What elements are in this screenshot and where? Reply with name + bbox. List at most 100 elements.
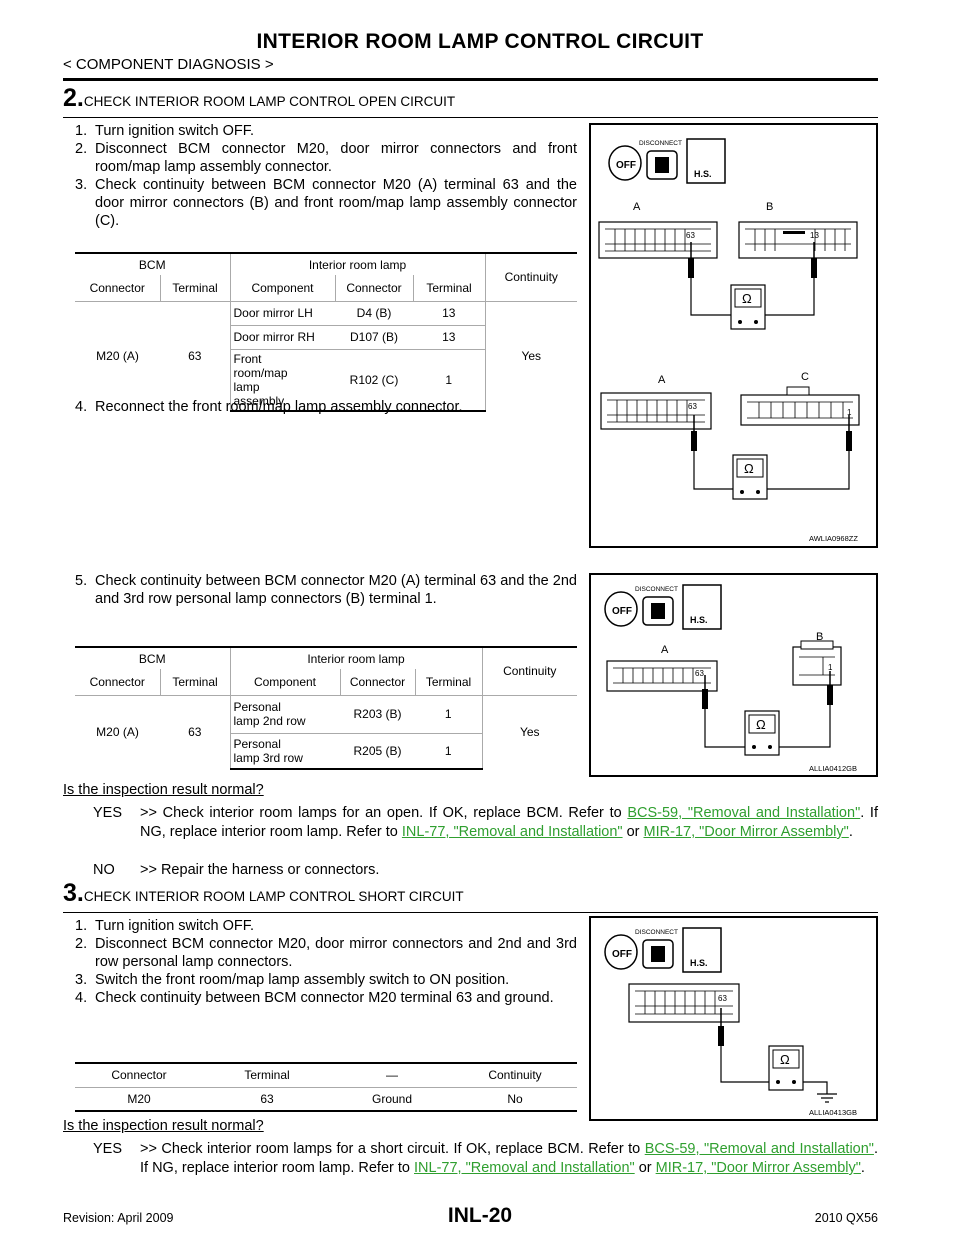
answer-yes: YES >> Check interior room lamps for an … xyxy=(93,805,878,840)
svg-text:13: 13 xyxy=(810,231,819,240)
table-cell: 1 xyxy=(415,695,482,734)
step-2-instructions-continued: 5.Check continuity between BCM connector… xyxy=(75,572,577,608)
instruction-item: 1.Turn ignition switch OFF. xyxy=(75,918,255,934)
instruction-item: 1.Turn ignition switch OFF. xyxy=(75,123,255,139)
instruction-item: 5.Check continuity between BCM connector… xyxy=(75,573,577,607)
link-inl-77[interactable]: INL-77, "Removal and Installation" xyxy=(414,1160,635,1176)
table-header: BCM xyxy=(75,646,230,669)
ohmmeter-icon: Ω xyxy=(730,284,766,330)
connector-m20: 63 xyxy=(628,983,740,1023)
table-cell: Personal lamp 2nd row xyxy=(229,695,340,734)
table-cell: Ground xyxy=(331,1087,453,1112)
connector-label-c: C xyxy=(801,371,809,383)
answer-key: YES xyxy=(93,805,123,821)
svg-text:OFF: OFF xyxy=(616,160,636,171)
step-2-heading: 2.CHECK INTERIOR ROOM LAMP CONTROL OPEN … xyxy=(63,84,455,113)
svg-text:DISCONNECT: DISCONNECT xyxy=(635,586,678,593)
svg-text:63: 63 xyxy=(695,669,704,678)
figure-3-drawing: OFF DISCONNECT H.S. 63 Ω ALLIA0413GB xyxy=(604,927,857,1117)
continuity-table-3: Connector Terminal — Continuity M20 63 G… xyxy=(75,1062,577,1112)
step-title: CHECK INTERIOR ROOM LAMP CONTROL SHORT C… xyxy=(83,889,464,904)
svg-text:DISCONNECT: DISCONNECT xyxy=(639,140,682,147)
connector-a: 63 xyxy=(606,660,718,692)
svg-text:H.S.: H.S. xyxy=(694,169,712,179)
instruction-item: 4.Check continuity between BCM connector… xyxy=(75,990,554,1006)
disconnect-icon: OFF DISCONNECT H.S. xyxy=(604,584,722,630)
table-cell: 63 xyxy=(203,1087,331,1112)
svg-text:1: 1 xyxy=(847,408,852,417)
svg-text:H.S.: H.S. xyxy=(690,615,708,625)
continuity-table-1: BCM Interior room lamp Continuity Connec… xyxy=(75,252,577,412)
connector-a-top: 63 xyxy=(598,221,718,259)
table-cell: M20 (A) xyxy=(96,725,139,740)
instruction-item: 4.Reconnect the front room/map lamp asse… xyxy=(75,399,463,415)
svg-text:H.S.: H.S. xyxy=(690,958,708,968)
table-header: Continuity xyxy=(453,1062,577,1088)
table-header: Terminal xyxy=(159,275,230,302)
link-inl-77[interactable]: INL-77, "Removal and Installation" xyxy=(401,824,623,840)
link-mir-17[interactable]: MIR-17, "Door Mirror Assembly" xyxy=(655,1160,861,1176)
answer-no: NO >> Repair the harness or connectors. xyxy=(93,862,380,878)
wiring-figure-3: OFF DISCONNECT H.S. 63 Ω ALLIA0413GB xyxy=(589,916,878,1121)
table-cell: 63 xyxy=(188,725,202,740)
table-cell: R102 (C) xyxy=(335,349,413,412)
ground-icon xyxy=(817,1093,837,1103)
table-cell: Front room/map lamp assembly xyxy=(229,349,335,412)
table-header: Terminal xyxy=(159,669,230,696)
step-number: 2. xyxy=(63,84,84,112)
table-header: Connector xyxy=(75,669,160,696)
table-header: Interior room lamp xyxy=(229,252,485,275)
table-header: Component xyxy=(229,669,340,696)
page-number: INL-20 xyxy=(447,1204,513,1227)
link-bcs-59[interactable]: BCS-59, "Removal and Installation" xyxy=(627,805,861,821)
table-cell: Yes xyxy=(484,301,577,411)
disconnect-icon: OFF DISCONNECT H.S. xyxy=(604,927,722,973)
model-year: 2010 QX56 xyxy=(814,1211,878,1225)
table-cell: Yes xyxy=(481,695,577,769)
table-header: Component xyxy=(229,275,335,302)
connector-a-bottom: 63 xyxy=(600,392,712,430)
table-header: Connector xyxy=(334,275,413,302)
instruction-item: 3.Check continuity between BCM connector… xyxy=(75,177,577,229)
table-cell: 13 xyxy=(413,325,485,350)
table-cell: Personal lamp 3rd row xyxy=(229,733,340,770)
inspection-question: Is the inspection result normal? xyxy=(63,782,264,798)
connector-label-a: A xyxy=(633,201,641,213)
table-header: Continuity xyxy=(481,646,577,696)
table-header: Terminal xyxy=(414,669,482,696)
svg-text:63: 63 xyxy=(718,994,727,1003)
table-header: Connector xyxy=(339,669,415,696)
connector-label-a: A xyxy=(658,374,666,386)
table-cell: M20 (A) xyxy=(96,349,139,363)
connector-b: 1 xyxy=(792,640,842,686)
table-cell: Door mirror LH xyxy=(229,301,335,326)
table-header: Connector xyxy=(75,1062,203,1088)
step-3-instructions: 1.Turn ignition switch OFF. 2.Disconnect… xyxy=(75,917,577,1007)
link-mir-17[interactable]: MIR-17, "Door Mirror Assembly" xyxy=(643,824,849,840)
ohmmeter-icon: Ω xyxy=(768,1045,804,1091)
instruction-item: 2.Disconnect BCM connector M20, door mir… xyxy=(75,936,577,970)
table-cell: 1 xyxy=(413,349,485,412)
svg-text:63: 63 xyxy=(688,402,697,411)
table-header: Continuity xyxy=(484,252,577,302)
table-cell: 13 xyxy=(413,301,485,326)
header-divider xyxy=(63,78,878,81)
figure-id: AWLIA0968ZZ xyxy=(809,534,858,543)
table-cell: 63 xyxy=(188,349,202,363)
svg-text:Ω: Ω xyxy=(756,717,766,732)
step-divider xyxy=(63,117,878,118)
step-divider xyxy=(63,912,878,913)
inspection-question: Is the inspection result normal? xyxy=(63,1118,264,1134)
table-header: Connector xyxy=(75,275,160,302)
svg-text:63: 63 xyxy=(686,231,695,240)
svg-text:Ω: Ω xyxy=(744,461,754,476)
step-3-heading: 3.CHECK INTERIOR ROOM LAMP CONTROL SHORT… xyxy=(63,879,464,908)
step-title: CHECK INTERIOR ROOM LAMP CONTROL OPEN CI… xyxy=(83,94,456,109)
step-number: 3. xyxy=(63,879,84,907)
table-cell: R205 (B) xyxy=(340,733,415,770)
link-bcs-59[interactable]: BCS-59, "Removal and Installation" xyxy=(644,1141,874,1157)
figure-id: ALLIA0412GB xyxy=(809,764,857,773)
ohmmeter-icon: Ω xyxy=(744,710,780,756)
connector-label-b: B xyxy=(816,631,823,643)
ohmmeter-icon: Ω xyxy=(732,454,768,500)
